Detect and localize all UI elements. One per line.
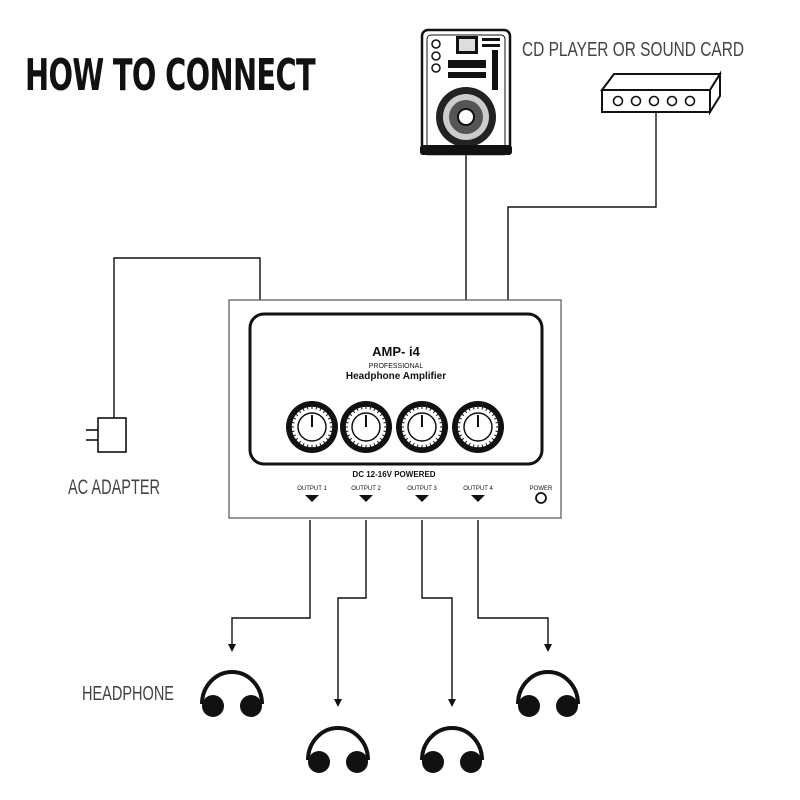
headphone-icon xyxy=(420,726,484,773)
output-jacks: OUTPUT 1 OUTPUT 2 OUTPUT 3 OUTPUT 4 xyxy=(297,486,493,502)
page-title: HOW TO CONNECT xyxy=(25,50,316,101)
headphone-icon xyxy=(200,670,264,717)
cd-player-icon xyxy=(420,28,512,156)
sound-card-icon xyxy=(600,70,722,116)
source-cables xyxy=(465,112,657,300)
headphones-group xyxy=(200,670,580,773)
power-spec: DC 12-16V POWERED xyxy=(352,470,435,479)
volume-knob-icon xyxy=(340,401,392,453)
output-cables xyxy=(228,520,552,707)
output-jack-icon xyxy=(359,495,373,502)
volume-knob-icon xyxy=(396,401,448,453)
amp-line1: PROFESSIONAL xyxy=(369,363,424,370)
output-label-1: OUTPUT 1 xyxy=(297,486,327,492)
output-label-3: OUTPUT 3 xyxy=(407,486,437,492)
headphone-label: HEADPHONE xyxy=(82,683,174,705)
volume-knobs xyxy=(286,401,504,453)
output-label-4: OUTPUT 4 xyxy=(463,486,493,492)
headphone-icon xyxy=(516,670,580,717)
output-label-2: OUTPUT 2 xyxy=(351,486,381,492)
volume-knob-icon xyxy=(452,401,504,453)
output-jack-icon xyxy=(305,495,319,502)
power-label: POWER xyxy=(530,486,553,492)
ac-adapter-icon xyxy=(86,257,261,453)
output-jack-icon xyxy=(415,495,429,502)
amplifier-unit: AMP- i4 PROFESSIONAL Headphone Amplifier… xyxy=(228,299,562,519)
headphone-icon xyxy=(306,726,370,773)
amp-line2: Headphone Amplifier xyxy=(346,371,446,382)
power-led-icon xyxy=(535,492,547,504)
amp-model: AMP- i4 xyxy=(372,344,420,359)
output-jack-icon xyxy=(471,495,485,502)
volume-knob-icon xyxy=(286,401,338,453)
adapter-label: AC ADAPTER xyxy=(68,476,160,499)
source-label: CD PLAYER OR SOUND CARD xyxy=(522,39,744,61)
